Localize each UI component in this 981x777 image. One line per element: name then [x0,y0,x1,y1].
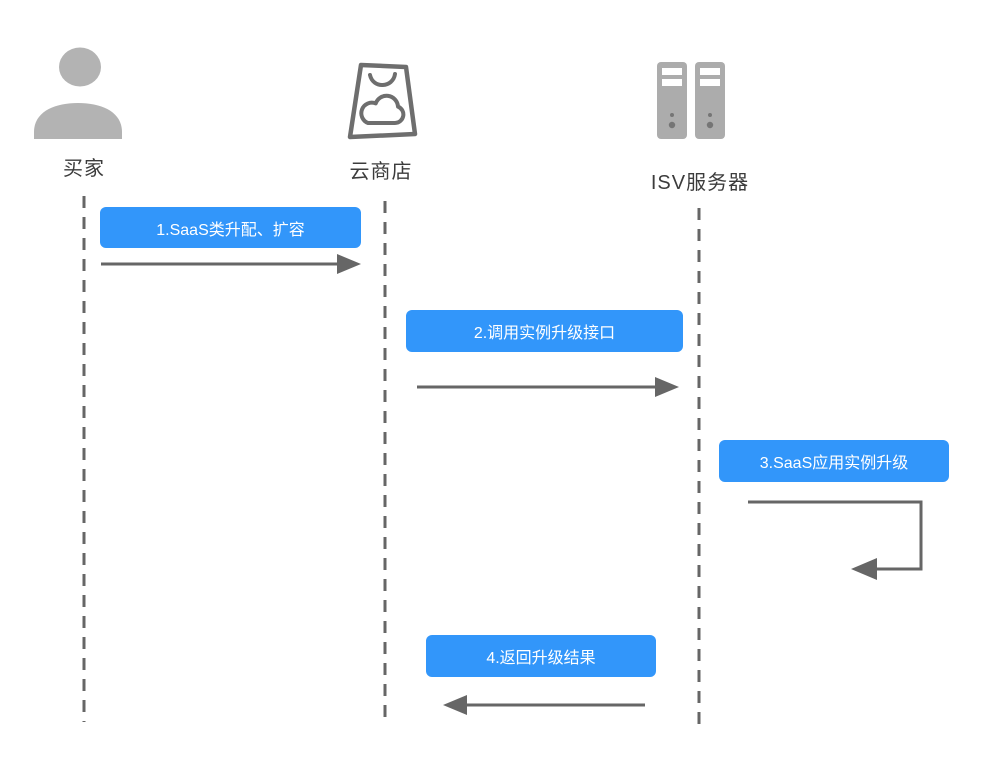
actor-label-cloud-store: 云商店 [349,161,413,183]
actor-label-buyer: 买家 [63,158,105,180]
server-icon [657,62,725,139]
shopping-bag-cloud-icon [347,62,418,140]
message-box-step-3: 3.SaaS应用实例升级 [719,440,949,482]
arrow-step-2 [417,377,679,397]
arrow-step-1 [101,254,361,274]
message-box-step-4: 4.返回升级结果 [426,635,656,677]
actor-label-isv-server: ISV服务器 [650,172,750,194]
arrow-step-4 [443,695,645,715]
message-box-step-1: 1.SaaS类升配、扩容 [100,207,361,248]
message-box-step-2: 2.调用实例升级接口 [406,310,683,352]
person-icon [34,47,122,139]
arrow-step-3-self-loop [748,500,923,580]
